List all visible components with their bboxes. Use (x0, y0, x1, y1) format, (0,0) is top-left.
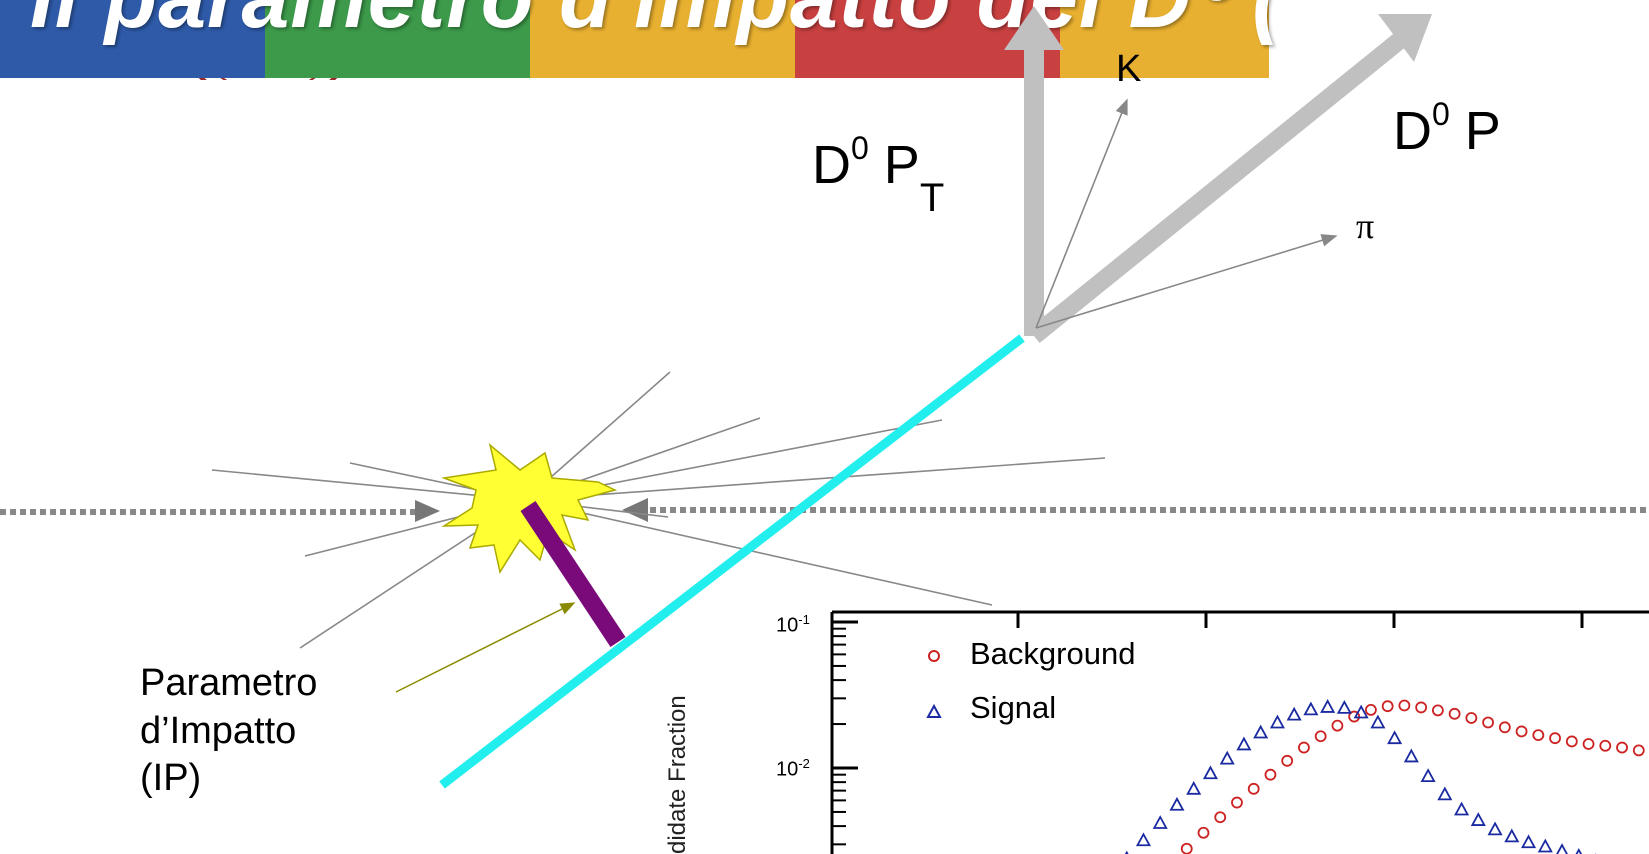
signal-point (1236, 736, 1252, 751)
background-point (1214, 811, 1227, 824)
ytick-top: 10-1 (776, 612, 810, 637)
signal-point (1253, 724, 1269, 739)
inset-chart-series (1124, 699, 1645, 854)
banner-band-yellow (530, 0, 795, 78)
background-point (1632, 744, 1645, 757)
signal-point (1387, 730, 1403, 745)
background-point (1415, 701, 1428, 714)
signal-point (1487, 821, 1503, 836)
signal-point (1537, 838, 1553, 853)
signal-point (1202, 765, 1218, 780)
signal-point (1420, 768, 1436, 783)
background-point (1532, 729, 1545, 742)
signal-point (1556, 843, 1568, 854)
background-point (1247, 782, 1260, 795)
signal-point (1353, 704, 1369, 719)
signal-point (1403, 748, 1419, 763)
banner-band-blue (0, 0, 265, 78)
signal-point (1135, 832, 1151, 847)
background-point (1565, 735, 1578, 748)
signal-point (1219, 750, 1235, 765)
background-point (1298, 741, 1310, 754)
title-banner: Il parametro d'impatto del D⁰ ( (0, 0, 1282, 78)
legend-signal-marker-icon (926, 703, 942, 718)
banner-band-green (265, 0, 530, 78)
impact-parameter-bar (520, 501, 626, 647)
d0-pt-label: D0 PT (812, 130, 945, 220)
impact-parameter-label: Parametro d’Impatto (IP) (140, 662, 318, 799)
banner-band-yellow-2 (1060, 0, 1269, 78)
background-point (1482, 716, 1494, 729)
signal-point (1269, 714, 1285, 729)
ip-pointer-arrow (395, 602, 576, 693)
signal-point (1186, 780, 1202, 795)
background-point (1431, 704, 1444, 717)
ytick-mid: 10-2 (776, 756, 810, 781)
signal-point (1504, 828, 1520, 843)
background-point (1348, 710, 1361, 723)
background-point (1599, 739, 1612, 752)
slide-title: Il parametro d'impatto del D⁰ ( (30, 0, 1282, 48)
background-point (1231, 796, 1243, 809)
background-point (1381, 700, 1394, 713)
signal-point (1521, 834, 1537, 849)
d0-flight-line (439, 334, 1025, 789)
legend-signal-label: Signal (970, 690, 1057, 725)
legend-background-marker-icon (928, 650, 940, 662)
background-point (1331, 719, 1344, 732)
signal-point (1286, 706, 1302, 721)
pion-label: π (1356, 206, 1375, 246)
background-point (1398, 699, 1411, 712)
background-point (1549, 732, 1561, 745)
background-point (1365, 704, 1377, 716)
background-point (1498, 721, 1511, 734)
beam-arrow-left-icon (415, 500, 440, 522)
signal-point (1336, 700, 1352, 714)
pion-track (1035, 234, 1338, 329)
background-point (1448, 707, 1461, 720)
inset-chart-ylabel: didate Fraction (664, 695, 691, 854)
background-point (1515, 725, 1528, 738)
d0-pt-arrowhead-icon (1004, 6, 1064, 50)
signal-point (1303, 701, 1319, 716)
background-point (1582, 738, 1595, 750)
signal-point (1575, 848, 1583, 854)
legend-background-label: Background (970, 636, 1136, 671)
signal-point (1437, 786, 1453, 801)
d0-p-arrowhead-icon (1378, 14, 1432, 62)
background-point (1180, 842, 1193, 854)
inset-chart-frame (830, 610, 1649, 854)
background-point (1616, 741, 1628, 754)
d0-p-vector (1028, 33, 1406, 343)
signal-point (1470, 812, 1486, 826)
signal-point (1320, 699, 1336, 713)
kaon-track (1035, 98, 1128, 329)
signal-point (1152, 815, 1168, 829)
d0-p-label: D0 P (1393, 96, 1501, 161)
background-point (1281, 754, 1294, 767)
signal-point (1370, 714, 1386, 729)
background-point (1264, 768, 1277, 781)
signal-point (1169, 796, 1185, 811)
background-point (1465, 712, 1478, 724)
beam-arrow-right-icon (622, 498, 648, 522)
signal-point (1454, 801, 1470, 816)
background-point (1197, 826, 1210, 839)
kaon-label: K (1116, 48, 1142, 90)
background-point (1314, 730, 1327, 743)
